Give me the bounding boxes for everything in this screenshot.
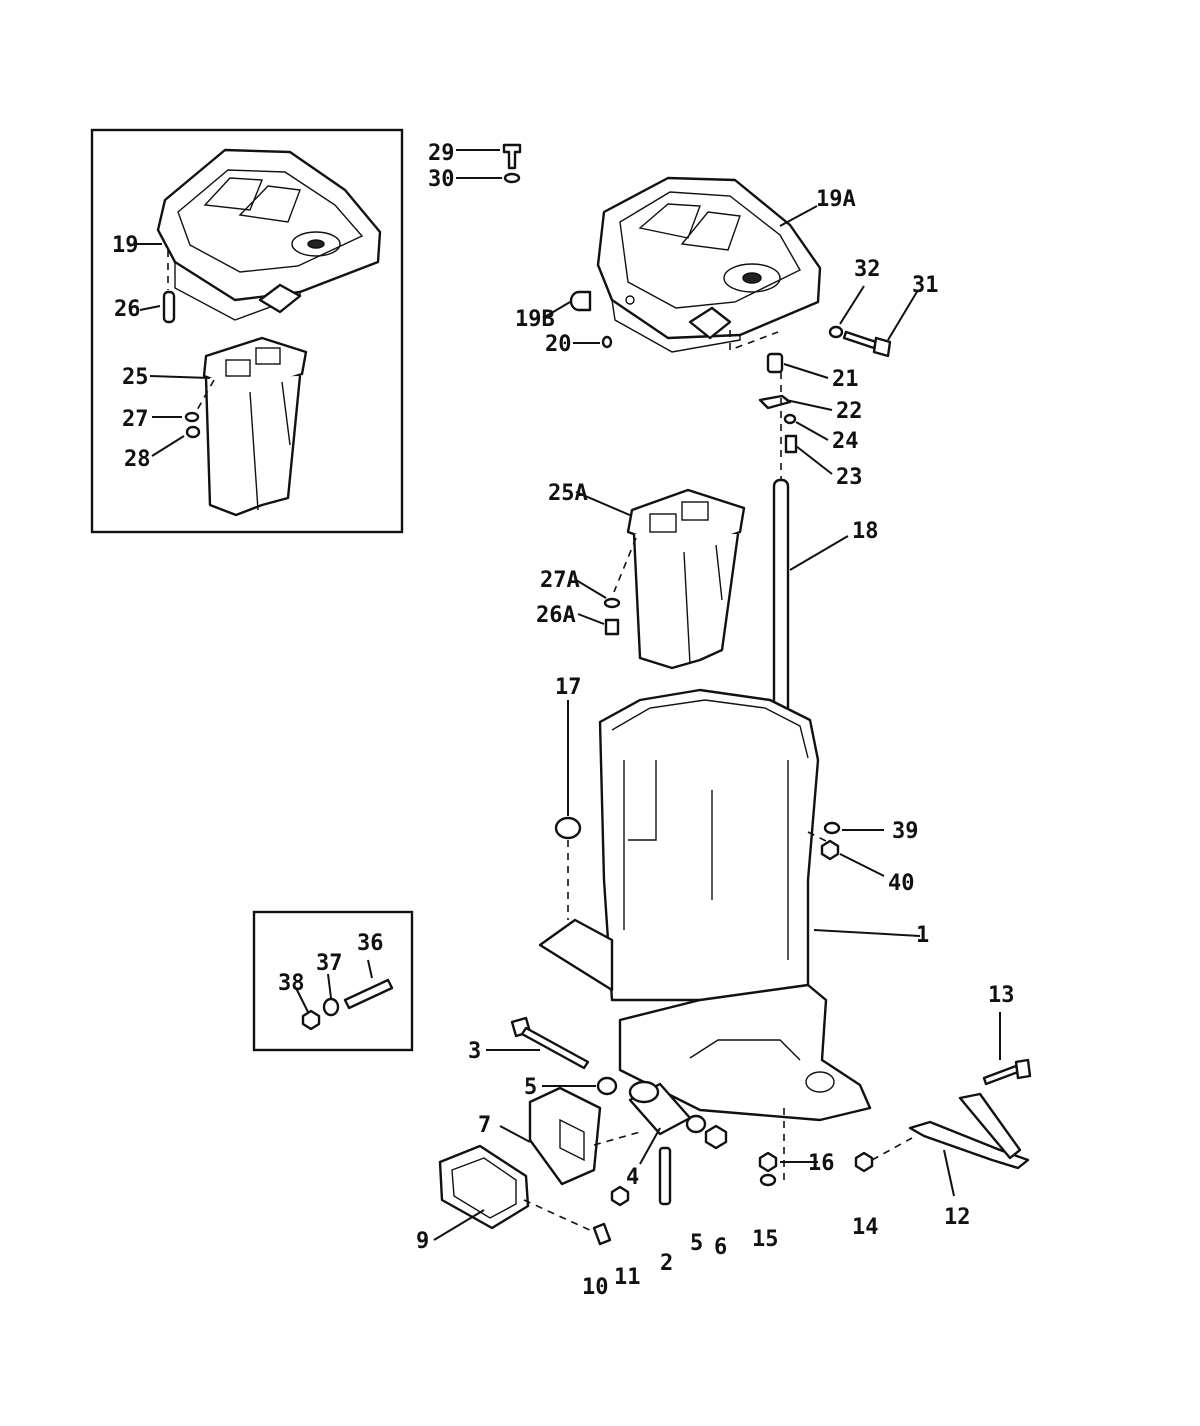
- label-5-left: 5: [524, 1075, 537, 1100]
- label-17: 17: [555, 675, 582, 700]
- washer-37: [322, 997, 340, 1017]
- washer-32: [828, 325, 844, 339]
- washer-39: [823, 821, 841, 835]
- washer-30: [503, 172, 521, 184]
- label-31: 31: [912, 273, 939, 298]
- washer-27A: [603, 597, 621, 609]
- label-27: 27: [122, 407, 149, 432]
- nut-14: [854, 1137, 913, 1173]
- washer-5-right: [685, 1114, 707, 1134]
- exhaust-tube-25-inset: [195, 336, 308, 517]
- bracket-7: [528, 1086, 641, 1186]
- bolt-3: [510, 1016, 590, 1070]
- screw-29: [502, 143, 522, 170]
- label-15: 15: [752, 1227, 779, 1252]
- inset-box-stud-kit: [252, 910, 414, 1052]
- label-27A: 27A: [540, 568, 580, 593]
- label-3: 3: [468, 1039, 481, 1064]
- label-19: 19: [112, 233, 139, 258]
- washer-24: [783, 413, 797, 425]
- nut-16: [758, 1151, 778, 1173]
- label-14: 14: [852, 1215, 879, 1240]
- label-32: 32: [854, 257, 881, 282]
- label-19A: 19A: [816, 187, 856, 212]
- bolt-13: [982, 1058, 1032, 1086]
- pin-26: [162, 250, 176, 324]
- label-9: 9: [416, 1229, 429, 1254]
- part-labels: 19 26 25 27 28 29 30 19A 19B 20 32 31 21…: [112, 141, 1015, 1300]
- label-26A: 26A: [536, 603, 576, 628]
- label-4: 4: [626, 1165, 639, 1190]
- label-12: 12: [944, 1205, 971, 1230]
- adapter-plate-19-inset: [156, 148, 382, 321]
- label-23: 23: [836, 465, 863, 490]
- washer-15: [759, 1173, 777, 1187]
- bushing-21: [766, 352, 784, 374]
- plug-17: [554, 816, 582, 920]
- screw-23: [784, 434, 798, 454]
- inset-box-adapter-plate: [90, 128, 404, 534]
- label-19B: 19B: [515, 307, 555, 332]
- stud-36: [343, 978, 394, 1010]
- plug-19B: [569, 290, 592, 312]
- o-ring-20: [601, 335, 613, 349]
- label-28: 28: [124, 447, 151, 472]
- label-11: 11: [614, 1265, 641, 1290]
- label-25A: 25A: [548, 481, 588, 506]
- nut-6: [704, 1124, 728, 1150]
- label-26: 26: [114, 297, 141, 322]
- label-38: 38: [278, 971, 305, 996]
- label-2: 2: [660, 1251, 673, 1276]
- label-24: 24: [832, 429, 859, 454]
- bolt-31: [842, 330, 892, 358]
- strap-12: [908, 1092, 1030, 1170]
- label-13: 13: [988, 983, 1015, 1008]
- washer-27: [184, 411, 200, 423]
- label-22: 22: [836, 399, 863, 424]
- nut-28: [185, 425, 201, 439]
- retainer-22: [758, 394, 792, 410]
- label-21: 21: [832, 367, 859, 392]
- label-6: 6: [714, 1235, 727, 1260]
- shift-shaft-18: [772, 372, 790, 720]
- label-18: 18: [852, 519, 879, 544]
- label-39: 39: [892, 819, 919, 844]
- stud-2: [658, 1146, 672, 1206]
- exhaust-tube-25A: [613, 488, 746, 670]
- nut-11: [610, 1185, 630, 1207]
- nut-38: [301, 1009, 321, 1031]
- driveshaft-housing-1: [538, 688, 872, 1185]
- adapter-plate-19A: [596, 176, 822, 353]
- leader-lines: [135, 149, 1001, 1241]
- label-40: 40: [888, 871, 915, 896]
- label-10: 10: [582, 1275, 609, 1300]
- cover-9: [438, 1144, 595, 1233]
- label-25: 25: [122, 365, 149, 390]
- label-5-right: 5: [690, 1231, 703, 1256]
- nut-40: [820, 839, 840, 861]
- label-36: 36: [357, 931, 384, 956]
- screw-26A: [604, 618, 620, 636]
- label-1: 1: [916, 923, 929, 948]
- label-20: 20: [545, 332, 572, 357]
- label-16: 16: [808, 1151, 835, 1176]
- label-7: 7: [478, 1113, 491, 1138]
- washer-5-left: [596, 1076, 618, 1096]
- label-29: 29: [428, 141, 455, 166]
- label-37: 37: [316, 951, 343, 976]
- label-30: 30: [428, 167, 455, 192]
- screw-10: [592, 1222, 612, 1246]
